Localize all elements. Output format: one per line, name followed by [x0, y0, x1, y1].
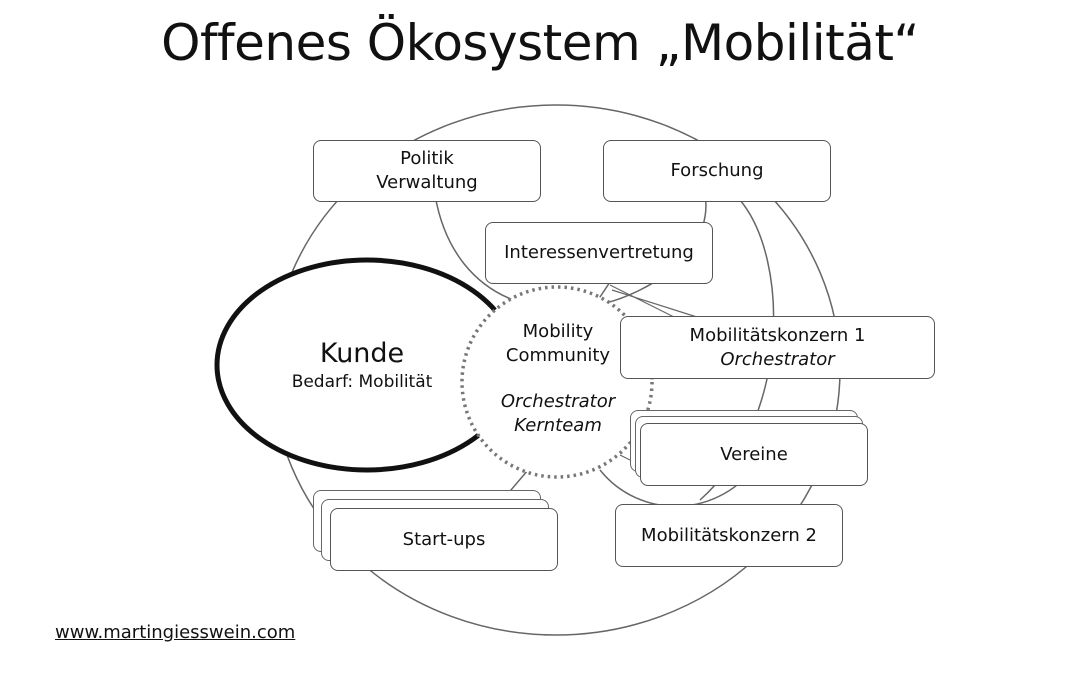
- connector-center-konzern1b: [611, 289, 701, 319]
- center-kernteam-label: Kernteam: [514, 415, 602, 436]
- node-politik-verwaltung: Politik Verwaltung: [313, 140, 541, 202]
- center-mobility-label: Mobility: [522, 321, 594, 342]
- center-orchestrator-label: Orchestrator: [500, 391, 616, 412]
- node-startups-label: Start-ups: [402, 528, 486, 550]
- node-verwaltung-label: Verwaltung: [376, 172, 478, 193]
- center-community-label: Community: [505, 345, 611, 366]
- node-vereine-label: Vereine: [720, 443, 788, 465]
- node-mobilitaetskonzern-2: Mobilitätskonzern 2: [615, 504, 843, 567]
- node-konzern1-role: Orchestrator: [720, 348, 835, 370]
- node-politik-label: Politik: [400, 148, 454, 169]
- kunde-node: Kunde Bedarf: Mobilität: [222, 262, 512, 468]
- node-forschung-label: Forschung: [670, 160, 764, 181]
- connector-arc-inner: [434, 159, 707, 310]
- kunde-need-label: Bedarf: Mobilität: [291, 372, 433, 392]
- node-mobilitaetskonzern-1: Mobilitätskonzern 1 Orchestrator: [620, 316, 935, 379]
- center-community-node: Mobility Community Orchestrator Kernteam: [462, 320, 654, 438]
- node-konzern2-label: Mobilitätskonzern 2: [641, 524, 817, 546]
- node-vereine: Vereine: [640, 423, 868, 486]
- node-startups: Start-ups: [330, 508, 558, 571]
- kunde-label: Kunde: [319, 338, 405, 369]
- node-forschung: Forschung: [603, 140, 831, 202]
- node-interessenvertretung: Interessenvertretung: [485, 222, 713, 284]
- node-konzern1-label: Mobilitätskonzern 1: [689, 324, 866, 346]
- connector-center-konzern1a: [609, 284, 681, 321]
- node-interessenvertretung-label: Interessenvertretung: [504, 242, 694, 263]
- center-dotted-circle: [460, 285, 654, 479]
- connector-center-interessen: [597, 281, 611, 301]
- footer-website-link[interactable]: www.martingiesswein.com: [55, 622, 296, 643]
- diagram-title: Offenes Ökosystem „Mobilität“: [161, 14, 919, 72]
